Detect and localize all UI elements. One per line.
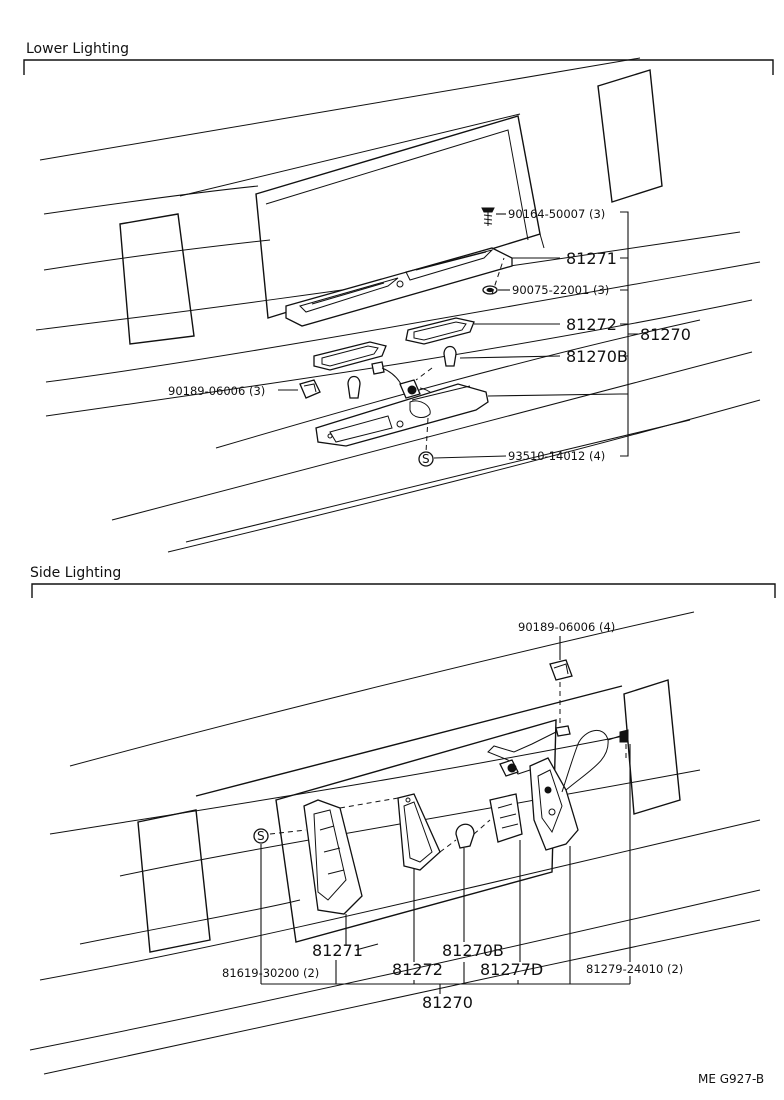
lower-lighting-section: Lower Lighting [23, 41, 774, 553]
lower-section-bracket [23, 59, 774, 75]
side-housing [487, 725, 609, 851]
side-dash-lines [339, 744, 627, 853]
lower-recess [179, 113, 545, 319]
label-clip-90189: 90189-06006 (3) [168, 384, 265, 398]
label-screw-93510: 93510-14012 (4) [508, 449, 605, 463]
label-assembly-81270-lower: 81270 [640, 325, 691, 344]
label-assembly-81270-side: 81270 [422, 993, 473, 1012]
lower-section-title: Lower Lighting [26, 41, 129, 57]
label-bulb-81270B-side: 81270B [442, 941, 504, 960]
footer-ref: ME G927-B [698, 1072, 764, 1086]
label-washer-90075: 90075-22001 (3) [512, 283, 609, 297]
side-clip-icon [549, 659, 573, 681]
socket-wire [371, 361, 439, 405]
side-recess [195, 685, 623, 943]
side-socket-plate [489, 793, 523, 843]
license-lens [285, 247, 513, 327]
lower-left-panel [119, 213, 195, 345]
label-screw-81279: 81279-24010 (2) [586, 962, 683, 976]
side-s-screw-icon: S [253, 828, 269, 844]
bulb-icon [443, 345, 457, 367]
bulb-left-icon [347, 375, 361, 399]
washer-icon [482, 285, 498, 295]
s-screw-icon: S [418, 451, 434, 467]
lamp-housing [315, 383, 489, 447]
gasket-left [313, 341, 387, 371]
side-section-bracket [31, 583, 776, 598]
side-bulb-icon [455, 823, 475, 849]
lower-dash-lines [415, 257, 505, 453]
side-body-outline [29, 611, 761, 1075]
label-clip-90189-side: 90189-06006 (4) [518, 620, 615, 634]
label-bulb-81270B: 81270B [566, 347, 628, 366]
label-lens-81271-side: 81271 [312, 941, 363, 960]
side-lighting-section: Side Lighting 90189-06006 (4) [29, 565, 776, 1075]
label-gasket-81272: 81272 [566, 315, 617, 334]
side-right-panel [623, 679, 681, 815]
s-mark-side: S [257, 829, 265, 843]
side-screw-icon [607, 729, 629, 743]
label-socket-81277D: 81277D [480, 960, 543, 979]
side-left-panel [137, 809, 211, 953]
lower-body-outline [35, 57, 761, 553]
assembly-bracket-lower [620, 211, 638, 457]
gasket-right [405, 317, 475, 345]
screw-icon [481, 207, 495, 226]
label-screw-81619: 81619-30200 (2) [222, 966, 319, 980]
clip-icon [299, 379, 321, 399]
lower-right-panel [597, 69, 663, 203]
side-lens [303, 799, 363, 915]
label-gasket-81272-side: 81272 [392, 960, 443, 979]
label-lens-81271: 81271 [566, 249, 617, 268]
side-leaders [260, 744, 631, 994]
s-mark-lower: S [422, 452, 430, 466]
label-screw-90164: 90164-50007 (3) [508, 207, 605, 221]
side-section-title: Side Lighting [30, 565, 121, 581]
side-gasket [397, 793, 441, 871]
